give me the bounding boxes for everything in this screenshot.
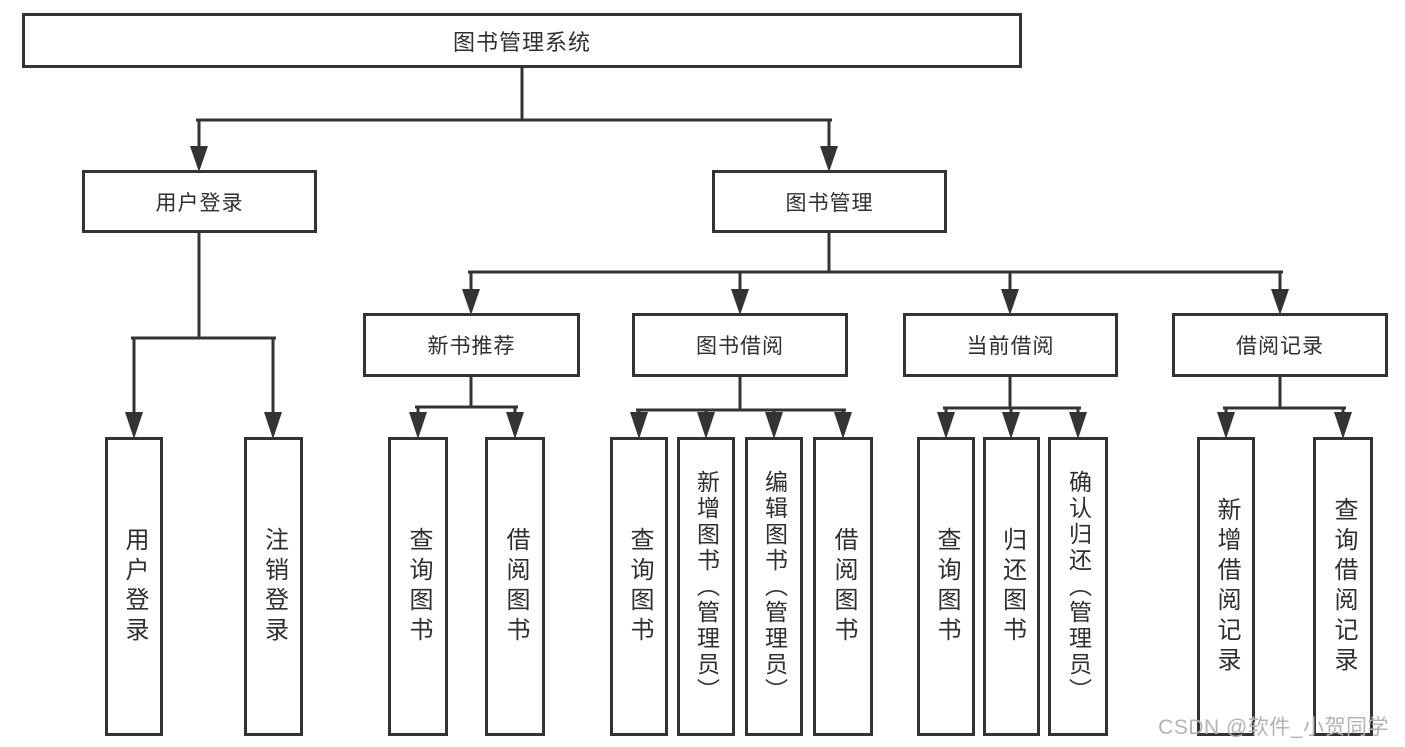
leaf-borrow-book: 借阅图书 — [813, 437, 873, 736]
node-label: 当前借阅 — [966, 335, 1055, 358]
node-root-label: 图书管理系统 — [452, 29, 591, 55]
leaf-label: 归还图书 — [998, 526, 1026, 647]
leaf-confirm-return-admin: 确认归还（管理员） — [1048, 437, 1108, 736]
leaf-query-book-borrowing: 查询图书 — [610, 437, 668, 736]
leaf-add-borrow-record: 新增借阅记录 — [1197, 437, 1255, 736]
node-label: 新书推荐 — [427, 335, 516, 358]
node-current-borrowing: 当前借阅 — [903, 313, 1118, 377]
node-label: 图书管理 — [785, 191, 874, 215]
leaf-borrow-book-recommend: 借阅图书 — [485, 437, 545, 736]
node-borrowing-records: 借阅记录 — [1172, 313, 1388, 377]
node-book-management-module: 图书管理 — [712, 170, 947, 233]
leaf-label: 借阅图书 — [502, 526, 529, 647]
leaf-label: 注销登录 — [260, 526, 288, 647]
leaf-label: 新增图书（管理员） — [693, 469, 720, 704]
leaf-label: 查询借阅记录 — [1330, 496, 1357, 677]
node-label: 图书借阅 — [696, 335, 784, 358]
leaf-user-login: 用户登录 — [105, 437, 163, 736]
node-root-system: 图书管理系统 — [22, 13, 1022, 68]
leaf-label: 查询图书 — [933, 526, 960, 647]
leaf-label: 用户登录 — [121, 526, 148, 647]
leaf-label: 编辑图书（管理员） — [761, 469, 788, 704]
node-new-book-recommendation: 新书推荐 — [363, 313, 580, 377]
leaf-logout: 注销登录 — [244, 437, 303, 736]
leaf-label: 借阅图书 — [830, 526, 857, 647]
leaf-add-book-admin: 新增图书（管理员） — [677, 437, 735, 736]
leaf-label: 查询图书 — [405, 526, 432, 647]
leaf-label: 查询图书 — [626, 526, 653, 647]
leaf-label: 新增借阅记录 — [1213, 496, 1240, 677]
leaf-edit-book-admin: 编辑图书（管理员） — [745, 437, 803, 736]
leaf-return-book: 归还图书 — [983, 437, 1040, 736]
csdn-watermark: CSDN @软件_小贺同学 — [1158, 716, 1389, 739]
node-label: 用户登录 — [155, 191, 244, 215]
leaf-query-book-current: 查询图书 — [917, 437, 975, 736]
node-user-login-module: 用户登录 — [82, 170, 317, 233]
leaf-label: 确认归还（管理员） — [1065, 469, 1092, 704]
node-label: 借阅记录 — [1236, 335, 1324, 358]
leaf-query-borrow-record: 查询借阅记录 — [1313, 437, 1373, 736]
arrowheads — [125, 146, 1352, 439]
leaf-query-book-recommend: 查询图书 — [388, 437, 448, 736]
node-book-borrowing: 图书借阅 — [632, 313, 848, 377]
